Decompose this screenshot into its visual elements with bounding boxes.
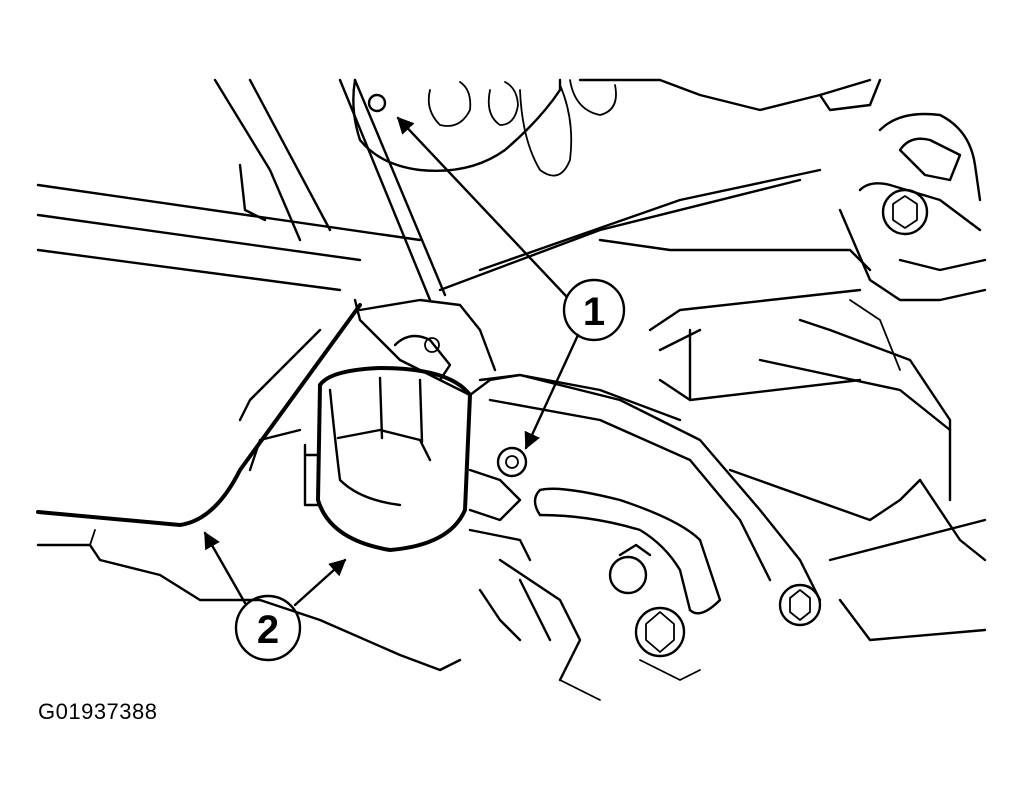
callout-2: 2 [203, 531, 347, 662]
callout-1-label: 1 [583, 290, 605, 334]
callout-1-arrow-upper [396, 116, 568, 298]
callout-1-target-hole [367, 93, 387, 113]
callout-2-arrow-left [203, 531, 247, 605]
tool-rod [338, 78, 447, 302]
callout-1: 1 [367, 93, 626, 450]
heat-shield [36, 303, 462, 672]
engine-housing [36, 78, 987, 642]
callout-1-arrow-lower [524, 333, 580, 450]
callout-2-label: 2 [257, 608, 279, 652]
cup-bracket [303, 298, 682, 552]
callout-2-arrow-right [293, 558, 347, 607]
pipe-assembly [468, 373, 822, 701]
figure-id: G01937388 [38, 699, 158, 724]
